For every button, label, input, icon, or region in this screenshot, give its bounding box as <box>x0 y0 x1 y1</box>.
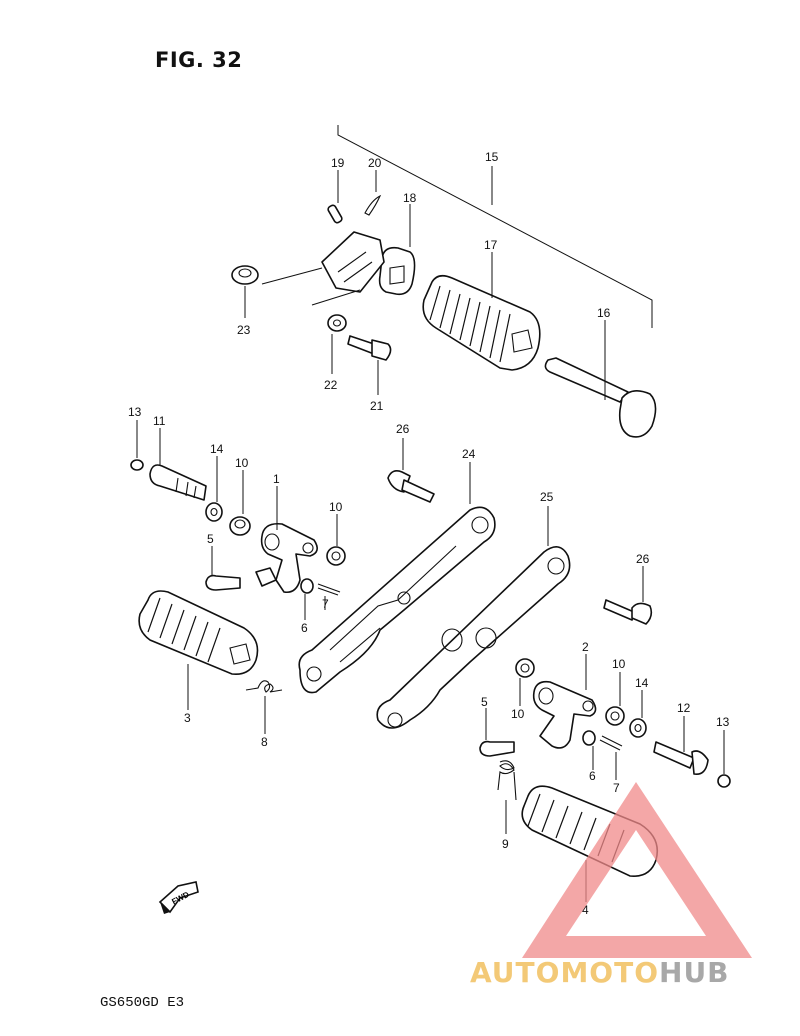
callout-12: 12 <box>677 701 691 715</box>
callout-25: 25 <box>540 490 554 504</box>
callout-22: 22 <box>324 378 338 392</box>
callout-14-right: 14 <box>635 676 649 690</box>
watermark-triangle-icon <box>522 782 752 958</box>
part-19-pin <box>327 170 343 224</box>
callout-4: 4 <box>582 903 589 917</box>
callout-5-right: 5 <box>481 695 488 709</box>
part-26-bolt-right <box>603 566 653 625</box>
callout-13-left: 13 <box>128 405 142 419</box>
callout-1: 1 <box>273 472 280 486</box>
part-13-nut-left <box>130 420 144 471</box>
callout-6-right: 6 <box>589 769 596 783</box>
part-3-footrest-left <box>138 590 259 710</box>
part-24-rear-bracket <box>298 462 496 694</box>
part-18-rubber-plate <box>378 204 416 296</box>
callout-14-left: 14 <box>210 442 224 456</box>
callout-11: 11 <box>153 414 166 428</box>
part-17-footrest-rubber <box>422 252 541 371</box>
callout-24: 24 <box>462 447 476 461</box>
callout-20: 20 <box>368 156 382 170</box>
callout-26-right: 26 <box>636 552 650 566</box>
callout-10-right-b: 10 <box>612 657 626 671</box>
part-6-washer-left <box>300 578 314 620</box>
callout-21: 21 <box>370 399 384 413</box>
part-21-bolt <box>347 335 392 395</box>
part-20-cotter-pin <box>364 170 382 216</box>
part-13-nut-right <box>717 730 731 788</box>
part-10-bush-right-b <box>605 672 625 726</box>
part-22-washer <box>327 314 347 374</box>
callout-5-left: 5 <box>207 532 214 546</box>
callout-10-left-b: 10 <box>329 500 343 514</box>
part-7-cotter-left <box>317 583 341 610</box>
callout-13-right: 13 <box>716 715 730 729</box>
part-5-pin-right <box>479 708 515 757</box>
callout-2: 2 <box>582 640 589 654</box>
part-25-rear-bracket <box>376 506 571 729</box>
callout-18: 18 <box>403 191 417 205</box>
callout-10-right-a: 10 <box>511 707 525 721</box>
part-10-bush-left-a <box>229 470 251 536</box>
fwd-arrow-icon: FWD <box>158 881 199 914</box>
part-1-footrest-bracket-left <box>260 486 318 594</box>
assembly-bracket-15 <box>337 125 653 328</box>
part-26-bolt-upper <box>387 438 435 503</box>
part-23-nut <box>231 265 259 318</box>
callout-15: 15 <box>485 150 499 164</box>
part-10-bush-right-a <box>515 658 535 706</box>
callout-9: 9 <box>502 837 509 851</box>
part-6-washer-right <box>582 730 596 770</box>
part-16-footrest-shaft <box>544 320 657 438</box>
part-7-cotter-right <box>599 735 623 780</box>
callout-16: 16 <box>597 306 611 320</box>
part-5-pin-left <box>205 546 277 591</box>
callout-7-left: 7 <box>322 597 329 611</box>
callout-17: 17 <box>484 238 498 252</box>
watermark-text: AUTOMOTOHUB <box>470 956 730 989</box>
part-10-bush-left-b <box>326 514 346 566</box>
callout-26-upper: 26 <box>396 422 410 436</box>
callout-3: 3 <box>184 711 191 725</box>
part-14-washer-right <box>629 690 647 738</box>
part-2-footrest-bracket-right <box>532 654 597 749</box>
part-11-bolt <box>149 428 207 501</box>
callout-19: 19 <box>331 156 345 170</box>
callout-7-right: 7 <box>613 781 620 795</box>
part-footrest-holder <box>261 231 385 306</box>
part-14-washer-left <box>205 456 223 522</box>
callout-8: 8 <box>261 735 268 749</box>
part-9-spring <box>497 760 517 834</box>
watermark: AUTOMOTOHUB <box>470 782 752 989</box>
callout-6-left: 6 <box>301 621 308 635</box>
model-code: GS650GD E3 <box>100 995 185 1011</box>
callout-23: 23 <box>237 323 251 337</box>
callout-10-left-a: 10 <box>235 456 249 470</box>
callout-labels: 15 19 20 18 17 16 23 22 21 13 11 14 10 1… <box>128 150 730 917</box>
figure-title: FIG. 32 <box>155 48 243 72</box>
part-8-spring <box>245 680 283 734</box>
part-12-bolt <box>653 716 709 776</box>
